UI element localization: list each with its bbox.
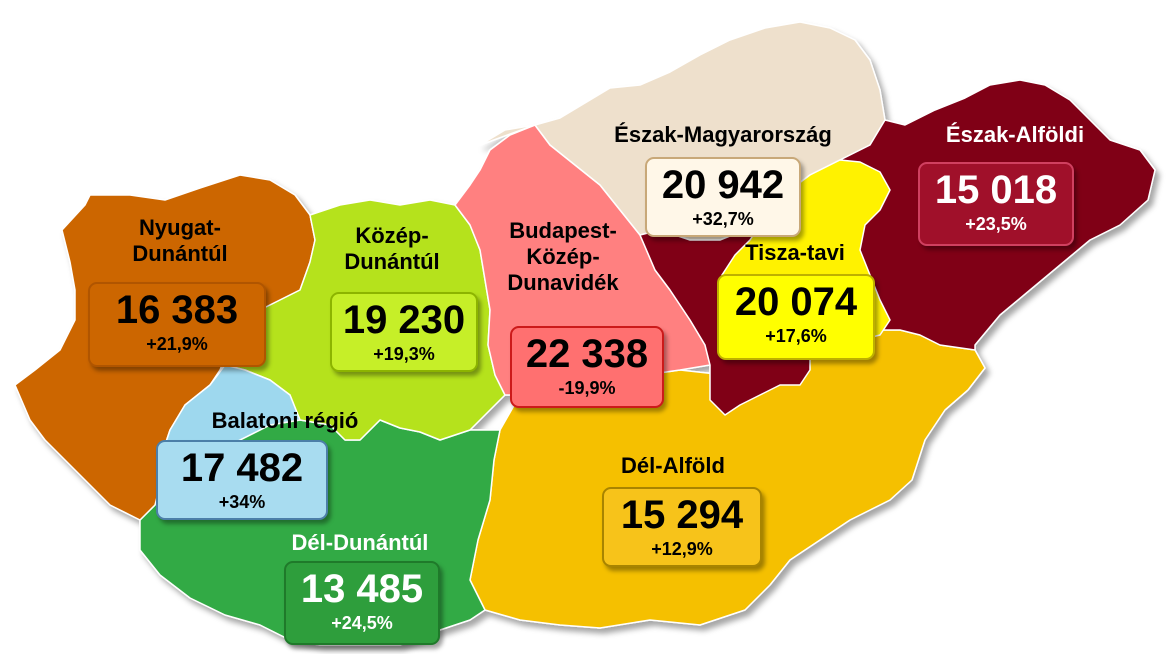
change: +32,7% (692, 209, 754, 229)
value: 17 482 (180, 446, 304, 490)
label-line-2: Dunántúl (132, 240, 228, 266)
label-kozep-dunantul: Közép- Dunántúl (322, 223, 462, 275)
label-eszak-magyarorszag: Észak-Magyarország (598, 122, 848, 148)
value: 20 942 (661, 163, 785, 207)
label-line-1: Dél-Dunántúl (291, 530, 429, 555)
change: +19,3% (373, 344, 435, 364)
label-line-1: Dél-Alföld (621, 453, 725, 478)
label-balatoni-regio: Balatoni régió (190, 408, 380, 434)
value: 19 230 (342, 298, 466, 342)
label-line-1: Tisza-tavi (745, 240, 845, 265)
label-line-1: Budapest- (509, 218, 617, 243)
label-line-2: Dunántúl (344, 248, 440, 274)
label-nyugat-dunantul: Nyugat- Dunántúl (110, 215, 250, 267)
value: 15 018 (934, 168, 1058, 212)
label-tisza-tavi: Tisza-tavi (730, 240, 860, 266)
value: 15 294 (620, 493, 744, 537)
change: +12,9% (651, 539, 713, 559)
label-del-dunantul: Dél-Dunántúl (270, 530, 450, 556)
label-line-1: Nyugat- (139, 215, 221, 240)
change: +17,6% (765, 326, 827, 346)
label-line-1: Észak-Magyarország (614, 122, 832, 147)
value-box-eszak-magyarorszag[interactable]: 20 942 +32,7% (645, 157, 801, 237)
value-box-eszak-alfoldi[interactable]: 15 018 +23,5% (918, 162, 1074, 246)
change: +23,5% (965, 214, 1027, 234)
value-box-kozep-dunantul[interactable]: 19 230 +19,3% (330, 292, 478, 372)
value-box-tisza-tavi[interactable]: 20 074 +17,6% (717, 274, 875, 360)
change: +34% (218, 492, 266, 512)
label-line-1: Közép- (355, 223, 429, 248)
value: 16 383 (115, 288, 239, 332)
value: 20 074 (734, 280, 858, 324)
label-budapest-kozep-dunavidek: Budapest- Közép- Dunavidék (488, 218, 638, 296)
label-line-1: Észak-Alföldi (945, 122, 1085, 147)
change: +21,9% (146, 334, 208, 354)
label-eszak-alfoldi: Észak-Alföldi (935, 122, 1095, 148)
value-box-budapest-kozep-dunavidek[interactable]: 22 338 -19,9% (510, 326, 664, 408)
label-line-3: Dunavidék (507, 269, 619, 295)
value-box-balatoni-regio[interactable]: 17 482 +34% (156, 440, 328, 520)
change: -19,9% (558, 378, 616, 398)
value-box-del-dunantul[interactable]: 13 485 +24,5% (284, 561, 440, 645)
value: 13 485 (300, 567, 424, 611)
value-box-del-alfold[interactable]: 15 294 +12,9% (602, 487, 762, 567)
change: +24,5% (331, 613, 393, 633)
label-del-alfold: Dél-Alföld (608, 453, 738, 479)
value: 22 338 (525, 332, 649, 376)
value-box-nyugat-dunantul[interactable]: 16 383 +21,9% (88, 282, 266, 367)
label-line-1: Balatoni régió (211, 408, 359, 433)
label-line-2: Közép- (526, 243, 600, 269)
